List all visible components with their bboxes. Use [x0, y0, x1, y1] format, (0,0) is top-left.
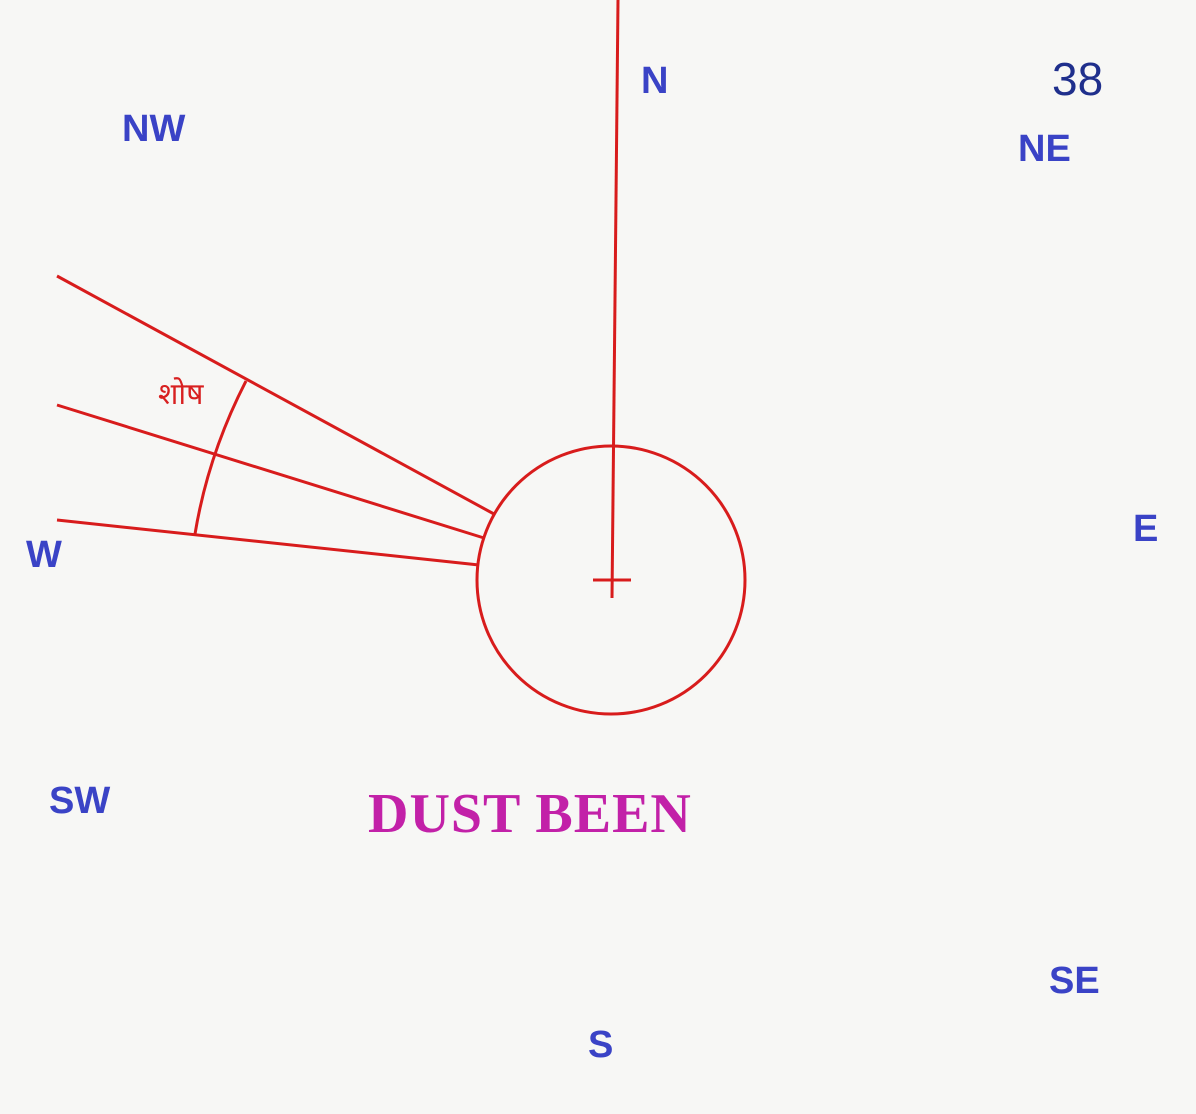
direction-w: W [26, 534, 62, 576]
caption-text: DUST BEEN [368, 783, 692, 845]
direction-sw: SW [49, 780, 111, 822]
direction-s: S [588, 1024, 614, 1066]
center-circle [475, 444, 747, 716]
sector-ray-middle [56, 403, 485, 540]
sector-label: शोष [158, 377, 204, 412]
sector-ray-lower [56, 518, 480, 567]
sector-ray-upper [56, 274, 495, 516]
sector-arc [193, 380, 248, 535]
direction-ne: NE [1018, 128, 1071, 170]
direction-e: E [1133, 508, 1159, 550]
direction-se: SE [1049, 960, 1100, 1002]
page-number: 38 [1052, 53, 1104, 105]
direction-nw: NW [122, 108, 186, 150]
direction-n: N [641, 60, 669, 102]
north-line [610, 0, 620, 599]
